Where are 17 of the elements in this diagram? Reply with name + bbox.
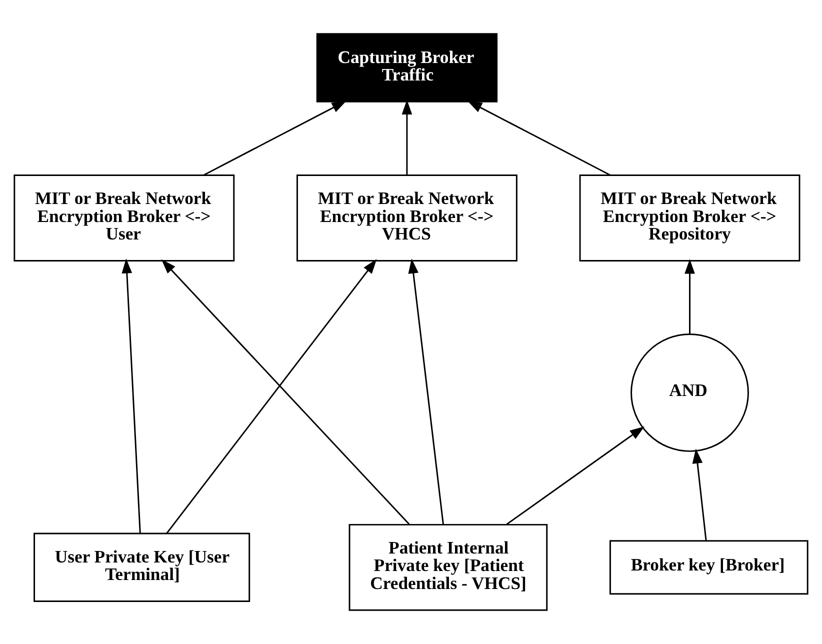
arrow — [166, 258, 377, 534]
arrow — [402, 100, 412, 176]
node-box: User Private Key [User Terminal] — [34, 532, 250, 602]
node-box: MIT or Break Network Encryption Broker <-> User — [14, 174, 235, 262]
arrow — [122, 258, 141, 534]
node-box: MIT or Break Network Encryption Broker <-> VHCS — [296, 174, 518, 262]
arrow — [692, 448, 707, 541]
arrow — [684, 259, 695, 334]
arrow — [506, 426, 645, 525]
arrow — [467, 100, 611, 176]
node-box: Patient Internal Private key [Patient Credentials - VHCS] — [348, 524, 548, 611]
arrow — [203, 100, 347, 176]
arrow — [161, 259, 410, 525]
node-box: Capturing Broker Traffic — [316, 33, 498, 102]
arrow — [408, 258, 444, 524]
node-box: Broker key [Broker] — [609, 540, 808, 595]
node-box: MIT or Break Network Encryption Broker <-> Repository — [579, 174, 800, 262]
